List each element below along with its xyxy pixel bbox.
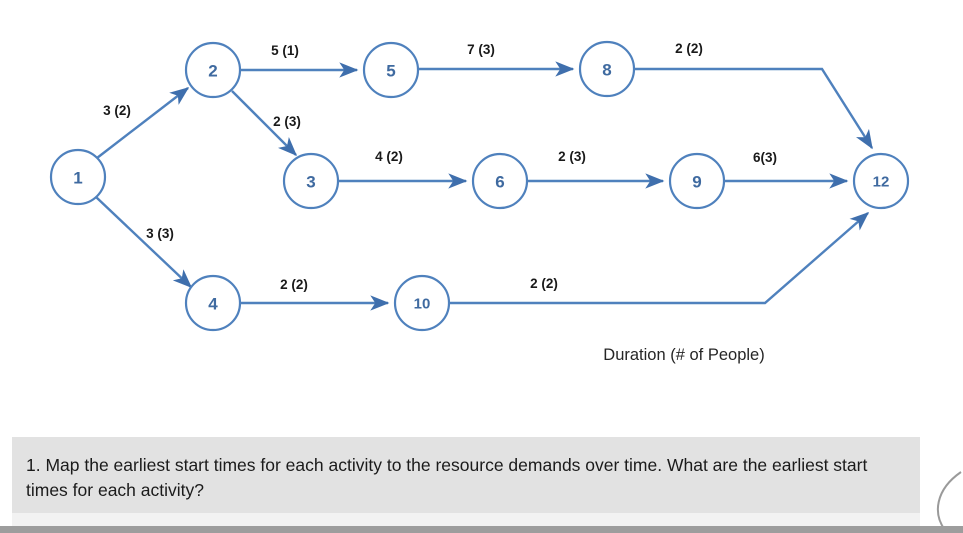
node-label-9: 9 — [692, 173, 701, 192]
edge-label-group: 3 (2) 3 (3) 5 (1) 2 (3) 7 (3) 2 (2) 4 (2… — [103, 41, 777, 292]
diagram-caption: Duration (# of People) — [603, 346, 764, 364]
node-3[interactable] — [282, 152, 340, 210]
edge-group — [95, 61, 874, 311]
edge-label-3-6: 4 (2) — [375, 149, 403, 164]
question-text: 1. Map the earliest start times for each… — [26, 455, 868, 500]
bottom-left-pad — [0, 513, 12, 526]
edge-label-4-10: 2 (2) — [280, 277, 308, 292]
node-12[interactable] — [852, 152, 910, 210]
node-label-8: 8 — [602, 61, 611, 80]
bottom-strip — [12, 513, 920, 526]
node-label-1: 1 — [73, 169, 82, 188]
node-label-4: 4 — [208, 295, 218, 314]
edge-label-5-8: 7 (3) — [467, 42, 495, 57]
bottom-border — [0, 526, 963, 533]
node-label-group: 1 2 3 4 5 6 8 9 10 12 — [73, 61, 889, 314]
node-6[interactable] — [471, 152, 529, 210]
edge-8-12 — [634, 67, 874, 150]
node-1[interactable] — [49, 148, 107, 206]
content-gap — [0, 412, 963, 437]
node-label-10: 10 — [414, 296, 431, 313]
edge-label-1-2: 3 (2) — [103, 103, 131, 118]
node-10[interactable] — [393, 274, 451, 332]
edge-label-6-9: 2 (3) — [558, 149, 586, 164]
node-label-12: 12 — [873, 174, 890, 191]
node-9[interactable] — [668, 152, 726, 210]
node-4[interactable] — [184, 274, 242, 332]
edge-label-8-12: 2 (2) — [675, 41, 703, 56]
node-label-5: 5 — [386, 62, 395, 81]
edge-10-12 — [449, 212, 870, 305]
node-label-6: 6 — [495, 173, 504, 192]
edge-label-1-4: 3 (3) — [146, 226, 174, 241]
node-label-3: 3 — [306, 173, 315, 192]
question-panel: 1. Map the earliest start times for each… — [12, 437, 920, 513]
edge-label-2-5: 5 (1) — [271, 43, 299, 58]
node-8[interactable] — [578, 40, 636, 98]
edge-1-4 — [95, 196, 193, 288]
network-diagram-svg: 1 2 3 4 5 6 8 9 10 12 3 (2) 3 (3) 5 (1) … — [49, 40, 910, 364]
node-label-2: 2 — [208, 62, 217, 81]
edge-label-2-3: 2 (3) — [273, 114, 301, 129]
edge-label-10-12: 2 (2) — [530, 276, 558, 291]
node-2[interactable] — [184, 41, 242, 99]
network-diagram: 1 2 3 4 5 6 8 9 10 12 3 (2) 3 (3) 5 (1) … — [49, 40, 910, 364]
edge-1-2 — [96, 87, 190, 159]
edge-label-9-12: 6(3) — [753, 150, 777, 165]
edge-2-3 — [231, 90, 298, 157]
node-5[interactable] — [362, 41, 420, 99]
node-group — [49, 40, 910, 332]
